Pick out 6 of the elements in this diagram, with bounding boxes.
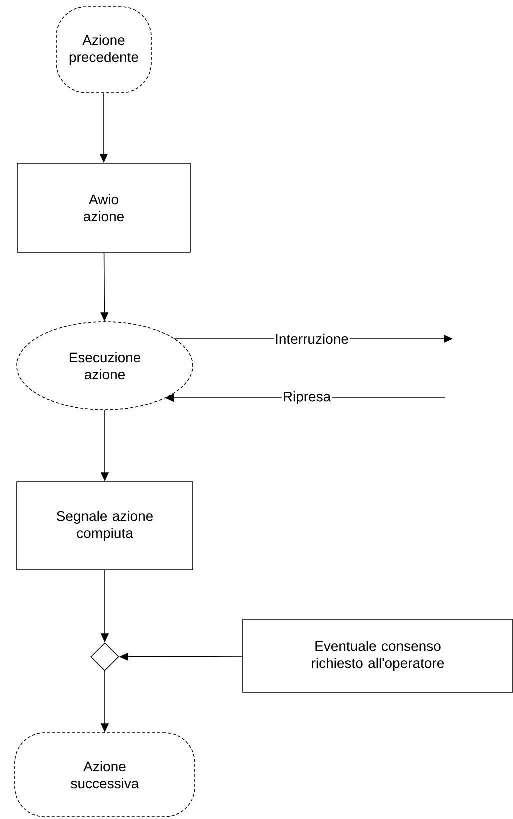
process-box: Awio azione: [17, 163, 191, 253]
edge-label: Interruzione: [274, 332, 350, 346]
process-box: Segnale azione compiuta: [16, 482, 194, 570]
decision-diamond: [90, 642, 120, 672]
edge-label: Ripresa: [282, 390, 332, 406]
process-box: Eventuale consenso richiesto all'operatore: [242, 619, 513, 693]
